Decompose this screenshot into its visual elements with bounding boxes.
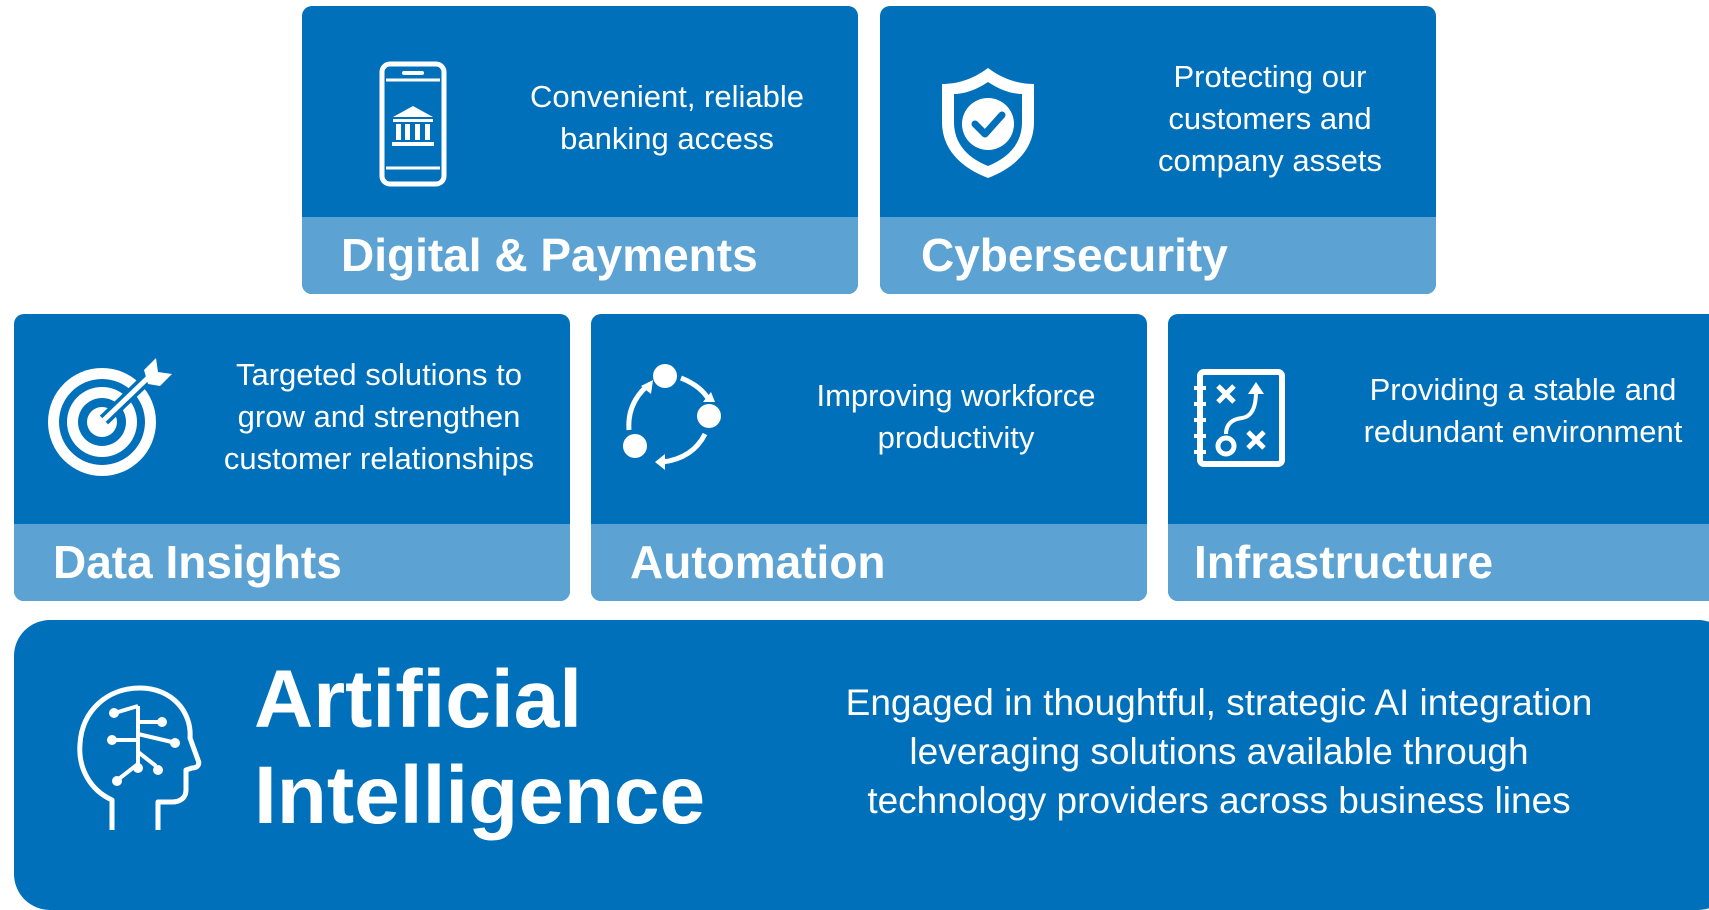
- ai-title-line: Intelligence: [254, 750, 706, 841]
- desc-line: Convenient, reliable: [529, 79, 804, 114]
- target-icon: [44, 358, 174, 487]
- desc-line: leveraging solutions available through: [909, 731, 1529, 772]
- tile-description: Improving workforce productivity: [771, 375, 1141, 459]
- tile-footer: [14, 524, 570, 601]
- desc-line: banking access: [560, 121, 774, 156]
- tile-digital-payments: Convenient, reliable banking access Digi…: [302, 6, 858, 294]
- tile-title: Cybersecurity: [921, 229, 1228, 281]
- desc-line: customers and: [1168, 101, 1372, 136]
- tile-description: Protecting our customers and company ass…: [1110, 56, 1430, 182]
- desc-line: Protecting our: [1173, 59, 1367, 94]
- desc-line: Engaged in thoughtful, strategic AI inte…: [845, 682, 1593, 723]
- tile-description: Convenient, reliable banking access: [482, 76, 852, 160]
- mobile-bank-icon: [378, 60, 448, 193]
- tile-automation: Improving workforce productivity Automat…: [591, 314, 1147, 601]
- tile-description: Providing a stable and redundant environ…: [1328, 369, 1709, 453]
- ai-foundation-bar: Artificial Intelligence Engaged in thoug…: [14, 620, 1709, 910]
- tile-title: Data Insights: [53, 536, 342, 588]
- ai-head-icon: [72, 682, 202, 839]
- tile-footer: [302, 217, 858, 294]
- desc-line: customer relationships: [223, 441, 535, 476]
- desc-line: technology providers across business lin…: [867, 780, 1571, 821]
- tile-data-insights: Targeted solutions to grow and strengthe…: [14, 314, 570, 601]
- desc-line: Improving workforce: [816, 378, 1096, 413]
- ai-title-line: Artificial: [254, 654, 583, 745]
- tile-title: Infrastructure: [1194, 536, 1494, 588]
- tile-footer: [1168, 524, 1709, 601]
- ai-title: Artificial Intelligence: [254, 652, 705, 844]
- tile-infrastructure: Providing a stable and redundant environ…: [1168, 314, 1709, 601]
- desc-line: redundant environment: [1363, 414, 1683, 449]
- desc-line: Targeted solutions to: [235, 357, 523, 392]
- tile-title: Automation: [630, 536, 886, 588]
- desc-line: productivity: [877, 420, 1035, 455]
- ai-description: Engaged in thoughtful, strategic AI inte…: [799, 678, 1639, 825]
- cycle-icon: [619, 364, 729, 479]
- tile-footer: [880, 217, 1436, 294]
- desc-line: grow and strengthen: [237, 399, 521, 434]
- tile-cybersecurity: Protecting our customers and company ass…: [880, 6, 1436, 294]
- tile-footer: [591, 524, 1147, 601]
- strategy-board-icon: [1194, 368, 1286, 473]
- tile-title: Digital & Payments: [341, 229, 758, 281]
- desc-line: Providing a stable and: [1369, 372, 1677, 407]
- shield-check-icon: [938, 64, 1038, 187]
- tile-description: Targeted solutions to grow and strengthe…: [194, 354, 564, 480]
- desc-line: company assets: [1158, 143, 1382, 178]
